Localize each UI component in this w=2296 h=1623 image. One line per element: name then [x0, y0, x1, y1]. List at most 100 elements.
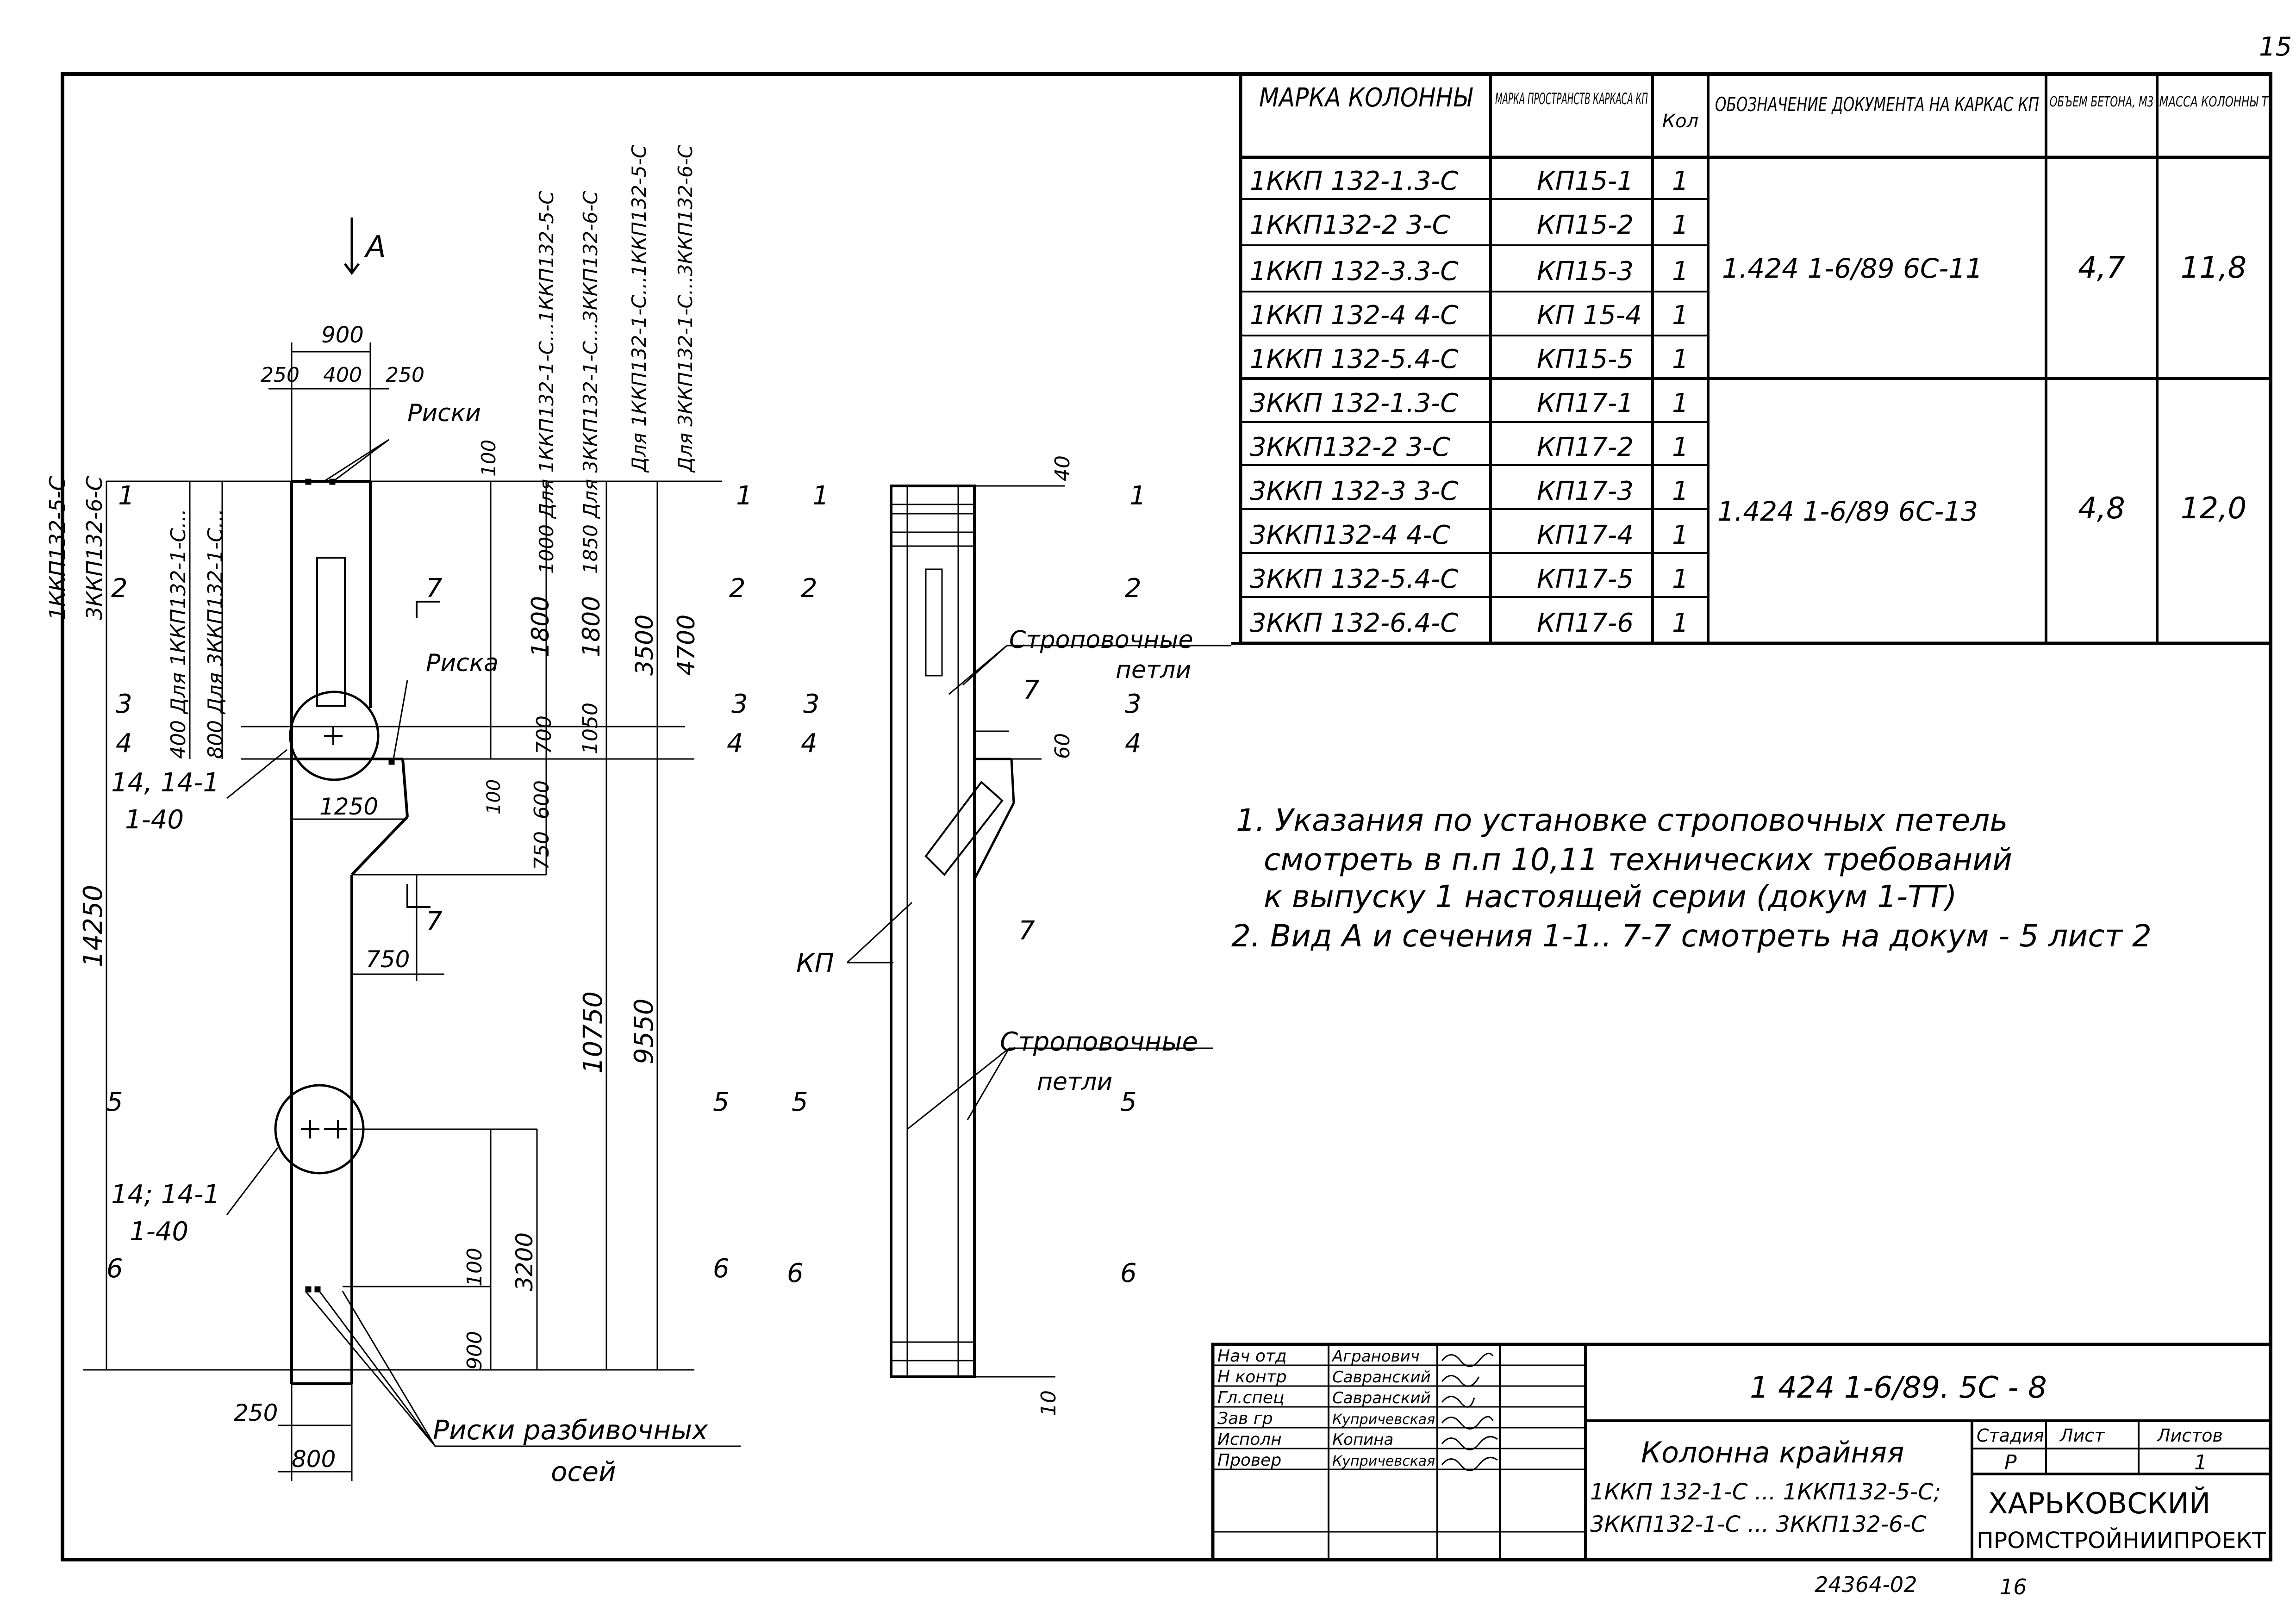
dim-10: 10 [1037, 1390, 1061, 1416]
table-group-1: 1ККП 132-1.3-С КП15-1 1 1ККП132-2 3-С КП… [1250, 166, 2246, 374]
section-7-top-mark [416, 601, 440, 618]
notes: 1. Указания по установке строповочных пе… [1231, 802, 2152, 954]
table-row-col: 3ККП 132-1.3-С [1250, 388, 1459, 418]
dim-9550: 9550 [629, 998, 659, 1064]
spec-table: МАРКА КОЛОННЫ МАРКА ПРОСТРАНСТВ КАРКАСА … [1231, 72, 2272, 645]
table-row-col: 1ККП 132-4 4-С [1250, 300, 1459, 330]
ref-detail-top: 14, 14-1 [111, 768, 219, 798]
dim-900: 900 [321, 322, 364, 348]
table-row-qty: 1 [1672, 388, 1689, 418]
side-sec-6-right: 6 [1120, 1258, 1137, 1288]
loops-label-bottom-2: петли [1037, 1068, 1112, 1096]
dim-800-bottom: 800 [292, 1446, 336, 1473]
tb-role: Нач отд [1217, 1347, 1287, 1366]
signature-3 [1441, 1396, 1475, 1408]
table-row-qty: 1 [1672, 210, 1689, 240]
dim-250-right: 250 [386, 363, 424, 387]
table-row-qty: 1 [1672, 344, 1689, 374]
side-sec-5-right: 5 [1120, 1087, 1137, 1117]
tb-name: Купричевская [1332, 1412, 1435, 1428]
tb-stage: Р [2004, 1451, 2017, 1474]
dim-100-b: 100 [483, 779, 505, 815]
detail-circle-top [289, 690, 380, 781]
label-1kkp-5: 1ККП132-5-С [45, 476, 70, 620]
sec-mark-1-left: 1 [118, 481, 135, 511]
dim-14250: 14250 [78, 885, 108, 967]
view-a-arrow [344, 218, 360, 275]
tb-name: Агранович [1331, 1347, 1420, 1366]
dim-250-bottom: 250 [234, 1399, 278, 1426]
label-800-3kkp: 800 Для 3ККП132-1-С... [204, 509, 227, 759]
section-7-bottom: 7 [426, 907, 443, 937]
tb-title-1: Колонна крайняя [1641, 1436, 1904, 1469]
loops-label-top: Строповочные [1009, 626, 1193, 654]
table-row-qty: 1 [1672, 432, 1689, 462]
table-row-kp: КП17-3 [1537, 476, 1634, 506]
dim-10750: 10750 [578, 991, 608, 1074]
label-3kkp-range: Для 3ККП132-1-С...3ККП132-6-С [674, 144, 697, 473]
table-row-kp: КП17-4 [1537, 520, 1634, 550]
label-400-1kkp: 400 Для 1ККП132-1-С... [167, 509, 190, 759]
dim-100-c: 100 [463, 1248, 487, 1287]
side-sec-3-left: 3 [803, 689, 820, 719]
tb-role: Н контр [1217, 1368, 1287, 1387]
table-row-qty: 1 [1672, 476, 1689, 506]
section-7-side-2: 7 [1018, 916, 1035, 946]
dim-1050: 1050 [579, 703, 602, 754]
table-row-qty: 1 [1672, 564, 1689, 594]
table-row-kp: КП15-1 [1537, 166, 1634, 196]
riski-label: Риски [407, 399, 481, 427]
label-1000-1kkp: 1000 Для 1ККП132-1-С...1ККП132-5-С [535, 191, 558, 574]
group2-volume: 4,8 [2078, 491, 2125, 526]
dim-750: 750 [366, 946, 410, 973]
sec-mark-5-right: 5 [713, 1087, 730, 1117]
group2-document: 1.424 1-6/89 6С-13 [1717, 496, 1978, 527]
table-row-col: 3ККП 132-6.4-С [1250, 608, 1459, 638]
dim-4700: 4700 [673, 615, 700, 676]
dim-3500: 3500 [631, 615, 659, 676]
signature-4 [1441, 1416, 1494, 1430]
dim-1800-b: 1800 [578, 596, 605, 657]
note-line: смотреть в п.п 10,11 технических требова… [1264, 842, 2012, 877]
side-sec-4-left: 4 [801, 728, 817, 759]
side-sec-6-left: 6 [787, 1258, 804, 1288]
sec-mark-6-right: 6 [713, 1254, 730, 1284]
tb-name: Савранский [1332, 1389, 1431, 1407]
archive-number: 24364-02 [1815, 1572, 1917, 1597]
label-3kkp-6: 3ККП132-6-С [82, 476, 107, 620]
ref-detail-top-sheet: 1-40 [125, 805, 184, 835]
sec-mark-4-right: 4 [727, 728, 743, 759]
group1-document: 1.424 1-6/89 6С-11 [1722, 253, 1983, 284]
dim-250-left: 250 [261, 363, 299, 387]
tb-role: Исполн [1217, 1430, 1282, 1449]
signature-6 [1441, 1456, 1498, 1471]
tb-title-3: 3ККП132-1-С ... 3ККП132-6-С [1590, 1511, 1927, 1537]
header-volume: ОБЪЕМ БЕТОНА, М3 [2050, 94, 2154, 110]
tb-org-2: ПРОМСТРОЙНИИПРОЕКТ [1977, 1527, 2266, 1554]
table-row-col: 1ККП 132-1.3-С [1250, 166, 1459, 196]
dim-40: 40 [1051, 455, 1074, 481]
riska-label: Риска [426, 649, 499, 677]
table-row-kp: КП17-6 [1537, 608, 1634, 638]
table-row-qty: 1 [1672, 256, 1689, 286]
header-qty: Кол [1662, 111, 1698, 132]
table-row-kp: КП 15-4 [1537, 300, 1642, 330]
dim-1800-a: 1800 [527, 596, 555, 657]
note-line: к выпуску 1 настоящей серии (докум 1-ТТ) [1264, 879, 1957, 914]
sec-mark-6-left: 6 [106, 1254, 123, 1284]
table-row-qty: 1 [1672, 520, 1689, 550]
table-row-qty: 1 [1672, 608, 1689, 638]
signature-5 [1441, 1436, 1498, 1450]
signature-1 [1441, 1352, 1494, 1367]
side-sec-5-left: 5 [792, 1087, 808, 1117]
tb-sheet-label: Лист [2059, 1425, 2105, 1446]
tb-stage-label: Стадия [1977, 1425, 2044, 1446]
ref-detail-mid: 14; 14-1 [111, 1180, 220, 1210]
label-1850-3kkp: 1850 Для 3ККП132-1-С...3ККП132-6-С [579, 191, 602, 574]
tb-role: Зав гр [1217, 1409, 1273, 1428]
page-number: 15 [2259, 32, 2292, 62]
table-group-2: 3ККП 132-1.3-С КП17-1 1 3ККП132-2 3-С КП… [1250, 388, 2246, 638]
table-row-kp: КП15-2 [1537, 210, 1634, 240]
tb-sheets-label: Листов [2156, 1425, 2223, 1446]
